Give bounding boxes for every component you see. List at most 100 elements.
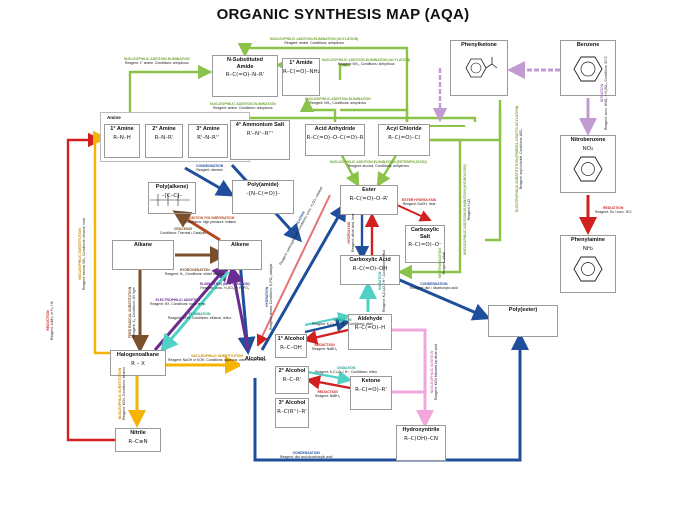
nitrobenzene-formula: NO₂: [582, 145, 594, 152]
arrow-top-acylation: [237, 43, 409, 122]
phenylketone-name: Phenylketone: [461, 42, 497, 48]
aldehyde-name: Aldehyde: [357, 316, 383, 322]
alcohol-box: Alcohol: [240, 355, 270, 373]
arrow-nh3-amide: [338, 63, 350, 80]
alcohol2-name: 2° Alcohol: [278, 368, 306, 374]
arrow-amine-to-nsub: [128, 64, 213, 112]
arrow-condensation-bottom: [253, 332, 529, 462]
amine2-formula: R–N–R': [154, 134, 174, 141]
phenylamine-box: Phenylamine NH₂: [560, 235, 616, 293]
alcohol2-formula: R–C–R': [282, 376, 302, 383]
label-amide-nh3: NUCLEOPHILIC ADDITION-ELIMINATION (ACYLA…: [322, 58, 411, 67]
amide1-name: 1° Amide: [289, 60, 313, 66]
arrow-alkene-halo-teal: [160, 271, 230, 353]
arrow-acyl-ester: [376, 151, 400, 188]
anhydride-formula: R–C(=O)–O–C(=O)–R: [306, 134, 364, 141]
alcohol3-box: 3° Alcohol R–C(R'')–R': [275, 398, 309, 428]
benzene-box: Benzene: [560, 40, 616, 96]
nitrobenzene-name: Nitrobenzene: [570, 137, 606, 143]
nitrobenzene-box: Nitrobenzene NO₂: [560, 135, 616, 193]
nsub-amide-box: N-Substituted Amide R–C(=O)–N–R': [212, 55, 278, 97]
carboxylicsalt-name: Carboxylic Salt: [410, 227, 440, 240]
polyalkene-skeleton: [150, 194, 190, 206]
nitrile-name: Nitrile: [130, 430, 146, 436]
ester-name: Ester: [362, 187, 376, 193]
phenylamine-ring: [573, 256, 603, 281]
map-title: ORGANIC SYNTHESIS MAP (AQA): [216, 6, 470, 23]
arrow-acid-polyester: [394, 276, 491, 321]
amine1-formula: R–N–H: [113, 134, 131, 141]
nitrobenzene-ring: [573, 156, 603, 181]
nsub-amide-formula: R–C(=O)–N–R': [225, 72, 265, 78]
ester-box: Ester R–C(=O)–O–R': [340, 185, 398, 215]
amine2-box: 2° Amine R–N–R': [145, 124, 183, 158]
hydroxynitrile-box: Hydroxynitrile R–C(OH)–CN: [396, 425, 446, 461]
benzene-name: Benzene: [576, 42, 600, 48]
alcohol1-name: 1° Alcohol: [277, 336, 305, 342]
arrow-halo-amine: [93, 130, 110, 355]
polyalkene-name: Poly(alkene): [155, 184, 189, 190]
polyester-box: Poly(ester): [488, 305, 558, 337]
amine1-box: 1° Amine R–N–H: [104, 124, 140, 158]
acylchloride-name: Acyl Chloride: [386, 126, 422, 132]
label-top-acylation: NUCLEOPHILIC ADDITION-ELIMINATION (ACYLA…: [270, 37, 359, 46]
alcohol-name: Alcohol: [244, 356, 266, 362]
nitrile-box: Nitrile R–C≡N: [115, 428, 161, 452]
polyalkene-box: Poly(alkene) –[C–C]–: [148, 182, 196, 214]
anhydride-name: Acid Anhydride: [314, 126, 356, 132]
arrow-hydroxynitrile: [392, 328, 434, 428]
ketone-formula: R–C(=O)–R': [355, 386, 387, 393]
nsub-amide-name: N-Substituted Amide: [226, 57, 264, 70]
ketone-name: Ketone: [361, 378, 381, 384]
carboxylicacid-name: Carboxylic Acid: [349, 257, 391, 263]
arrow-amine-to-ammonium: [250, 116, 477, 122]
label-ester-formation: NUCLEOPHILIC ADDITION-ELIMINATION (ESTER…: [330, 160, 427, 169]
arrow-ester-salt: [396, 204, 432, 222]
phenylamine-name: Phenylamine: [571, 237, 605, 243]
ammonium-name: 4° Ammonium Salt: [235, 122, 285, 128]
aldehyde-formula: R–C(=O)–H: [354, 324, 386, 331]
label-dehydration: ELIMINATION (DEHYDRATION)Reagent: conc. …: [200, 282, 250, 291]
acylchloride-box: Acyl Chloride R–C(=O)–Cl: [378, 124, 430, 156]
arrow-nitrile-reduction: [66, 132, 115, 442]
hydroxynitrile-formula: R–C(OH)–CN: [404, 435, 438, 442]
label-friedel: ELECTROPHILIC SUBSTITUTION (FRIEDEL-CRAF…: [515, 105, 524, 212]
arrow-alcohol-alkene: [226, 265, 250, 351]
nitrile-formula: R–C≡N: [128, 438, 148, 445]
arrow-ester-hydrolysis: [256, 194, 331, 347]
amide1-formula: R–C(=O)–NH₂: [283, 68, 320, 75]
arrow-alkene-polyalkene: [172, 210, 221, 242]
arrow-anhydride-ester: [338, 151, 360, 188]
phenylamine-formula: NH₂: [582, 245, 594, 252]
arrow-ketone-alcohol2: [305, 375, 351, 390]
polyamide-formula: –[N–C(=O)]–: [246, 190, 280, 197]
alcohol3-formula: R–C(R'')–R': [277, 408, 307, 415]
ketone-box: Ketone R–C(=O)–R': [350, 376, 392, 410]
acylchloride-formula: R–C(=O)–Cl: [388, 134, 420, 141]
label-acid-from-acyl: NUCLEOPHILIC ADDITION-ELIMINATION (HYDRO…: [463, 164, 472, 255]
amide1-box: 1° Amide R–C(=O)–NH₂: [282, 58, 320, 96]
arrow-alcohol-ester: [260, 202, 347, 351]
alcohol2-box: 2° Alcohol R–C–R': [275, 366, 309, 394]
halogenoalkane-formula: R – X: [131, 360, 145, 367]
arrow-alcohol2-ketone: [307, 370, 353, 385]
